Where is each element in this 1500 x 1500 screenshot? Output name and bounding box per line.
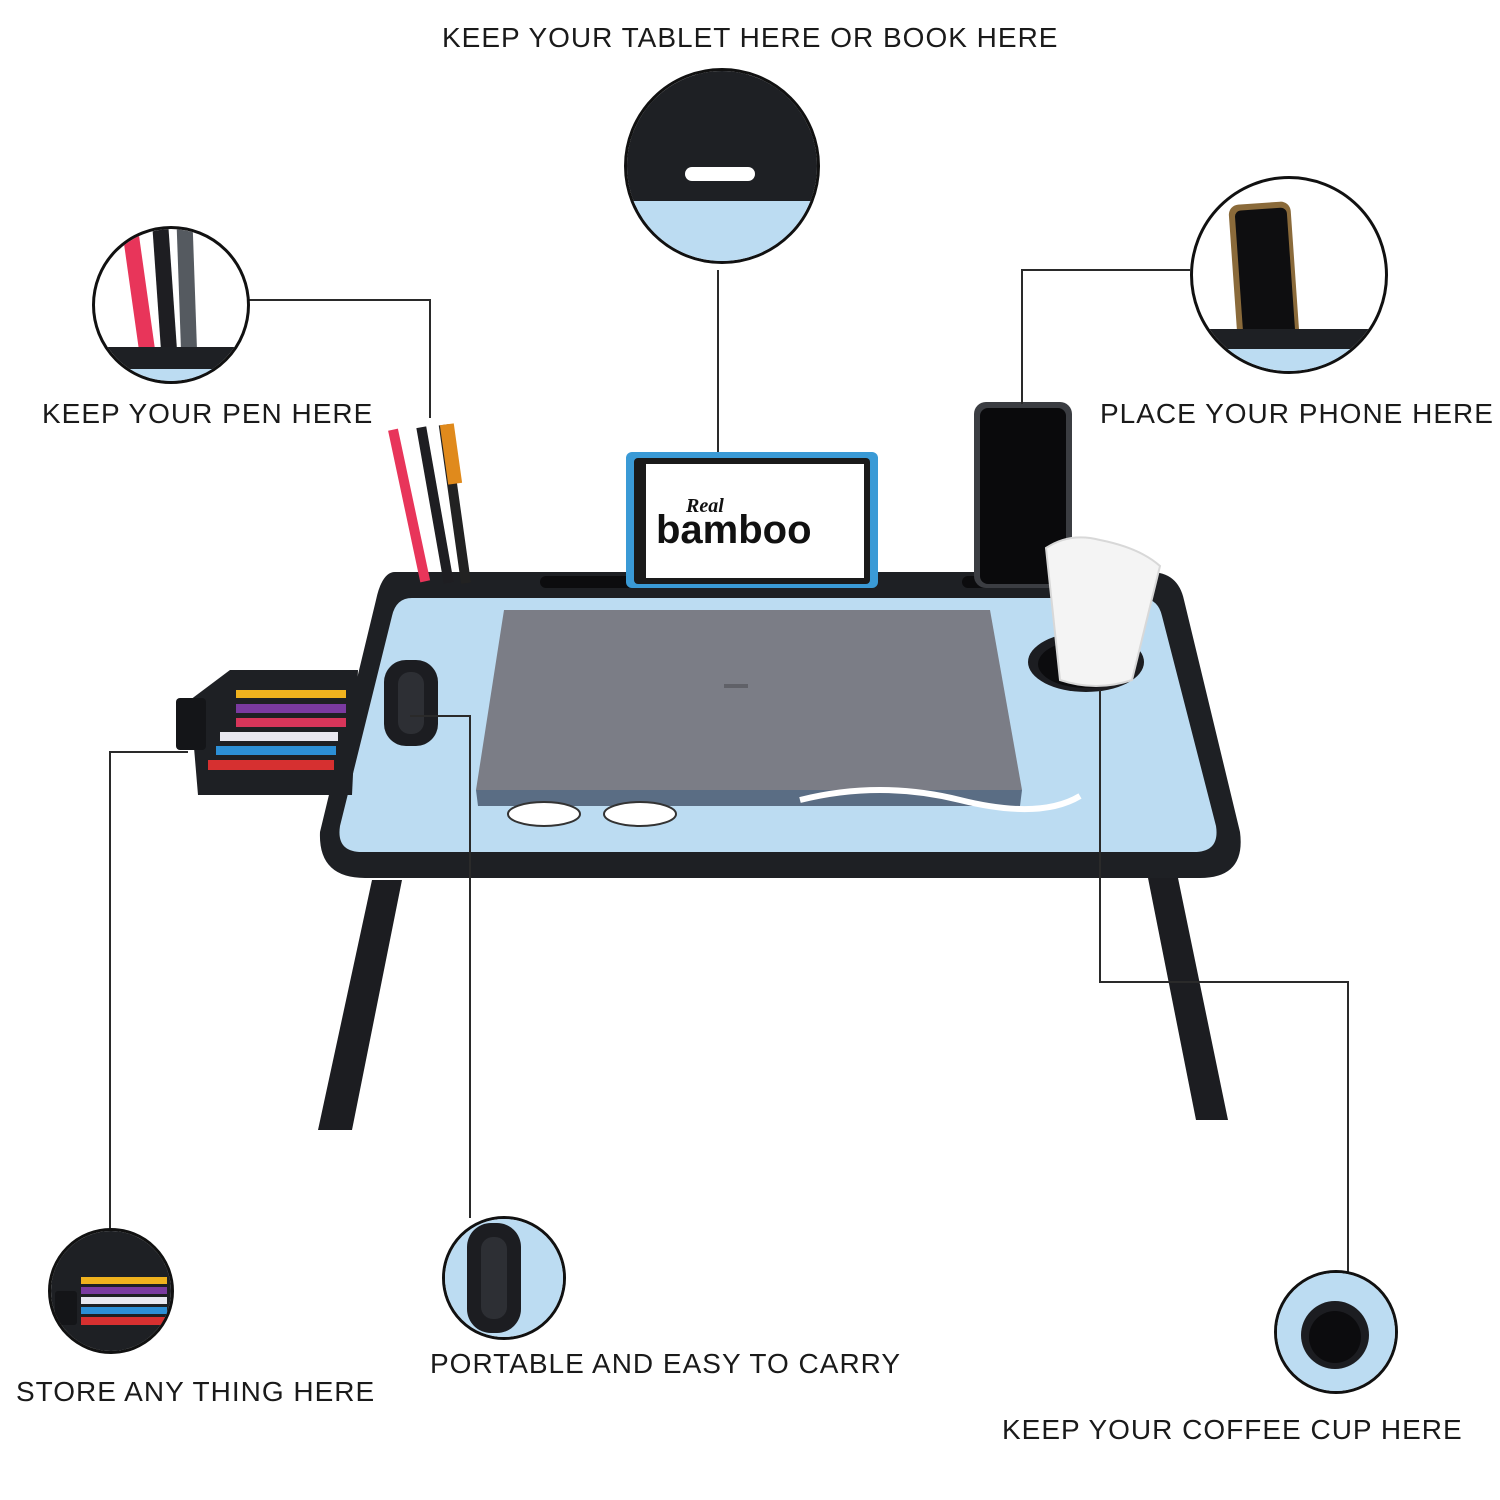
desk-legs (318, 878, 1228, 1130)
phone-callout-label: PLACE YOUR PHONE HERE (1100, 398, 1494, 429)
drawer (176, 670, 358, 795)
pen-callout-label: KEEP YOUR PEN HERE (42, 398, 374, 429)
pen-holder-zoom-art (95, 229, 247, 381)
cup-holder (1028, 536, 1162, 692)
drawer-zoom (48, 1228, 174, 1354)
tablet-slot-zoom (624, 68, 820, 264)
desk-decal (507, 787, 1082, 827)
tablet-slot-zoom-art (627, 71, 817, 261)
svg-text:Real: Real (685, 495, 724, 517)
phone (974, 402, 1072, 588)
tablet-callout-label: KEEP YOUR TABLET HERE OR BOOK HERE (442, 22, 1059, 53)
handle-zoom (442, 1216, 566, 1340)
handle-hole (384, 660, 438, 746)
phone-slot-zoom-art (1193, 201, 1385, 371)
cup-callout-label: KEEP YOUR COFFEE CUP HERE (1002, 1414, 1463, 1445)
handle-callout-label: PORTABLE AND EASY TO CARRY (430, 1348, 902, 1379)
pens (388, 423, 471, 584)
drawer-callout-label: STORE ANY THING HERE (16, 1376, 376, 1407)
svg-text:bamboo: bamboo (656, 508, 812, 552)
drawer-zoom-art (51, 1231, 171, 1351)
handle-zoom-art (445, 1219, 563, 1337)
pen-holder-zoom (92, 226, 250, 384)
tablet: Real bamboo (626, 452, 878, 588)
cup-holder-zoom (1274, 1270, 1398, 1394)
cup-holder-zoom-art (1277, 1273, 1395, 1391)
laptop (476, 610, 1022, 806)
phone-slot-zoom (1190, 176, 1388, 374)
connector-lines (109, 269, 1349, 1272)
